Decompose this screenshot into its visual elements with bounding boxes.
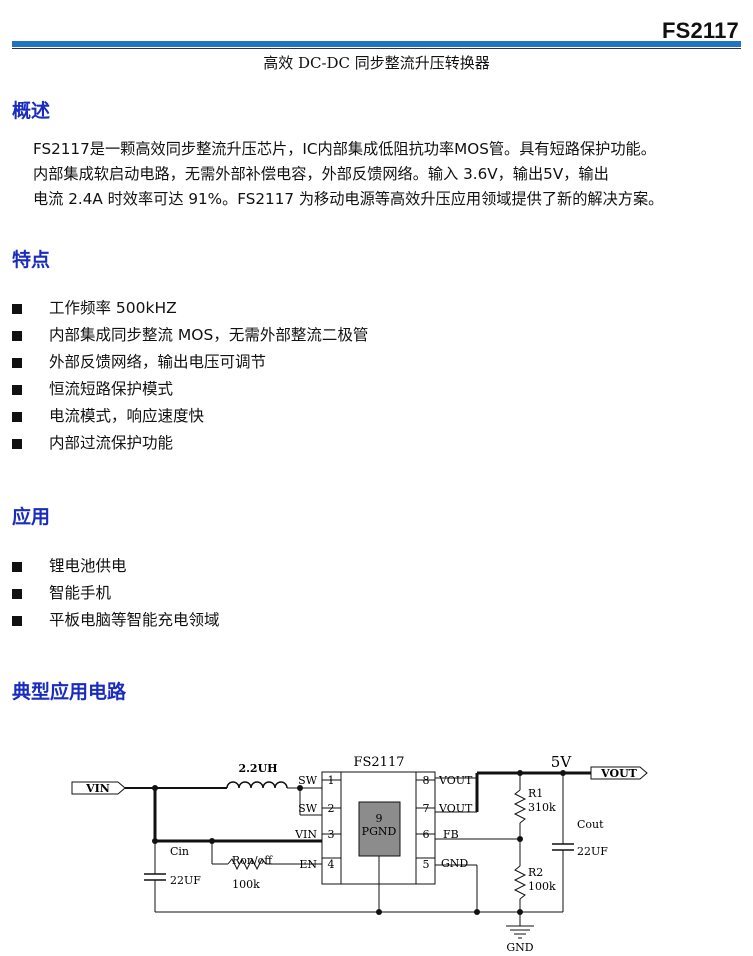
ic-exposed-pad xyxy=(358,801,401,857)
document-subtitle: 高效 DC-DC 同步整流升压转换器 xyxy=(263,54,490,72)
circuit-heading: 典型应用电路 xyxy=(12,681,127,703)
svg-text:VOUT: VOUT xyxy=(438,802,473,815)
feature-item: 内部集成同步整流 MOS，无需外部整流二极管 xyxy=(12,322,368,349)
svg-text:VOUT: VOUT xyxy=(438,774,473,787)
overview-heading: 概述 xyxy=(12,100,51,122)
header-rule xyxy=(12,41,741,47)
r1-value: 310k xyxy=(528,801,556,814)
inductor-icon xyxy=(226,781,288,789)
cout-value: 22UF xyxy=(577,845,608,858)
cin-value: 22UF xyxy=(170,874,201,887)
typical-application-circuit: VIN VOUT 2.2UH FS2117 5V SW SW VIN EN 1 … xyxy=(71,753,648,954)
svg-text:1: 1 xyxy=(328,774,335,787)
application-item: 平板电脑等智能充电领域 xyxy=(12,607,220,634)
svg-text:VIN: VIN xyxy=(294,828,317,841)
features-list: 工作频率 500kHZ 内部集成同步整流 MOS，无需外部整流二极管 外部反馈网… xyxy=(12,295,368,457)
header-rule-thin xyxy=(12,48,741,49)
r2-label: R2 xyxy=(528,866,543,879)
overview-line: 电流 2.4A 时效率可达 91%。FS2117 为移动电源等高效升压应用领域提… xyxy=(33,190,664,208)
vout-voltage: 5V xyxy=(551,753,573,771)
overview-line: FS2117是一颗高效同步整流升压芯片，IC内部集成低阻抗功率MOS管。具有短路… xyxy=(33,140,656,158)
applications-heading: 应用 xyxy=(12,506,51,528)
applications-list: 锂电池供电 智能手机 平板电脑等智能充电领域 xyxy=(12,553,220,634)
svg-text:7: 7 xyxy=(423,802,430,815)
ron-label: Ron/off xyxy=(232,854,273,867)
feature-item: 工作频率 500kHZ xyxy=(12,295,368,322)
feature-item: 电流模式，响应速度快 xyxy=(12,403,368,430)
bullet-icon xyxy=(12,588,22,599)
svg-text:SW: SW xyxy=(298,802,318,815)
svg-text:GND: GND xyxy=(441,857,468,870)
bullet-icon xyxy=(12,357,22,368)
r2-resistor-icon xyxy=(513,865,527,900)
cin-label: Cin xyxy=(170,845,189,858)
svg-text:2: 2 xyxy=(328,802,335,815)
bullet-icon xyxy=(12,384,22,395)
gnd-label: GND xyxy=(506,941,533,954)
application-item: 锂电池供电 xyxy=(12,553,220,580)
chip-name: FS2117 xyxy=(353,755,404,770)
inductor-value: 2.2UH xyxy=(238,762,277,775)
bullet-icon xyxy=(12,438,22,449)
bullet-icon xyxy=(12,330,22,341)
bullet-icon xyxy=(12,561,22,572)
feature-item: 内部过流保护功能 xyxy=(12,430,368,457)
vout-port-icon xyxy=(590,766,648,780)
svg-text:6: 6 xyxy=(423,828,430,841)
vin-port-label: VIN xyxy=(85,782,110,795)
cout-label: Cout xyxy=(577,818,604,831)
ron-value: 100k xyxy=(232,878,260,891)
bullet-icon xyxy=(12,303,22,314)
pad-name: PGND xyxy=(362,825,397,838)
svg-text:4: 4 xyxy=(328,858,335,871)
svg-text:EN: EN xyxy=(299,858,317,871)
bullet-icon xyxy=(12,411,22,422)
svg-text:8: 8 xyxy=(423,774,430,787)
pad-number: 9 xyxy=(376,812,383,825)
vin-port-icon xyxy=(71,781,126,795)
svg-text:5: 5 xyxy=(423,858,430,871)
r1-label: R1 xyxy=(528,787,543,800)
feature-item: 外部反馈网络，输出电压可调节 xyxy=(12,349,368,376)
bullet-icon xyxy=(12,615,22,626)
svg-text:3: 3 xyxy=(328,828,335,841)
svg-text:FB: FB xyxy=(443,828,459,841)
feature-item: 恒流短路保护模式 xyxy=(12,376,368,403)
overview-line: 内部集成软启动电路，无需外部补偿电容，外部反馈网络。输入 3.6V，输出5V，输… xyxy=(33,165,609,183)
r1-resistor-icon xyxy=(513,789,527,824)
r2-value: 100k xyxy=(528,880,556,893)
features-heading: 特点 xyxy=(12,249,51,271)
application-item: 智能手机 xyxy=(12,580,220,607)
overview-paragraph: FS2117是一颗高效同步整流升压芯片，IC内部集成低阻抗功率MOS管。具有短路… xyxy=(33,137,753,212)
part-number: FS2117 xyxy=(661,18,739,43)
vout-port-label: VOUT xyxy=(600,767,638,780)
svg-text:SW: SW xyxy=(298,774,318,787)
ron-resistor-icon xyxy=(227,857,267,871)
